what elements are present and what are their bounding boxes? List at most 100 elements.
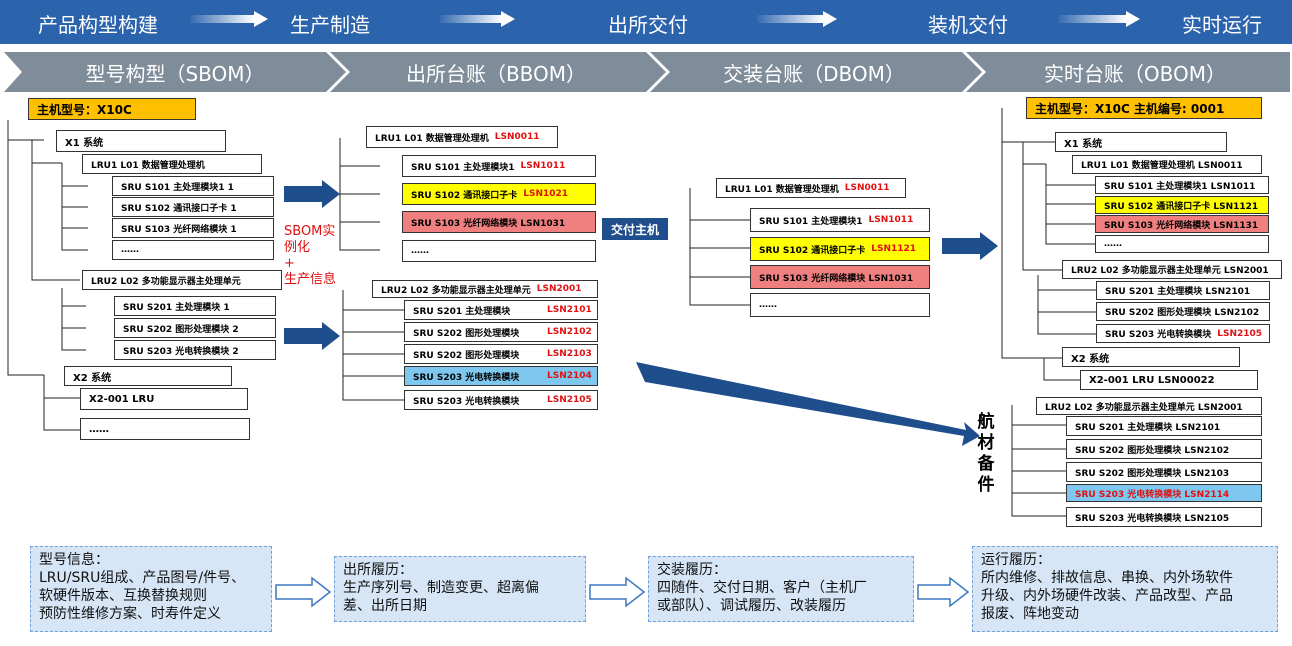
sbom-x2-lru: X2-001 LRU bbox=[80, 388, 248, 410]
bbom-s202a-sn: LSN2102 bbox=[547, 327, 592, 337]
phase-arrow-icon bbox=[440, 11, 515, 27]
sbom-lru2: LRU2 L02 多功能显示器主处理单元 bbox=[82, 270, 282, 290]
dbom-s101-label: SRU S101 主处理模块1 bbox=[759, 216, 863, 227]
bbom-s203a-label: SRU S203 光电转换模块 bbox=[413, 372, 520, 383]
dbom-sru-more: …… bbox=[750, 293, 930, 317]
obom-sru-s102: SRU S102 通讯接口子卡 LSN1121 bbox=[1095, 196, 1269, 214]
stage-chevron-dbom bbox=[650, 52, 982, 92]
dbom-sru-s103: SRU S103 光纤网络模块 LSN1031 bbox=[750, 265, 930, 289]
sbom-sru-s101: SRU S101 主处理模块1 1 bbox=[112, 176, 274, 196]
obom-main-model: 主机型号：X10C 主机编号: 0001 bbox=[1026, 97, 1262, 119]
obom-sru-s101: SRU S101 主处理模块1 LSN1011 bbox=[1095, 176, 1269, 194]
stage-label-sbom: 型号构型（SBOM） bbox=[85, 61, 265, 86]
bbom-sru-s203b: SRU S203 光电转换模块 LSN2105 bbox=[404, 390, 598, 410]
obom-x1-system: X1 系统 bbox=[1055, 132, 1227, 152]
dbom-s102-sn: LSN1121 bbox=[871, 244, 917, 254]
bbom-sru-s103: SRU S103 光纤网络模块 LSN1031 bbox=[402, 211, 596, 233]
obom-sru-more: …… bbox=[1095, 235, 1269, 253]
bbom-s101-sn: LSN1011 bbox=[520, 161, 566, 171]
spares-sru-s203b: SRU S203 光电转换模块 LSN2105 bbox=[1066, 507, 1262, 527]
obom-sru-s203: SRU S203 光电转换模块 LSN2105 bbox=[1096, 324, 1270, 343]
dbom-lru1: LRU1 L01 数据管理处理机 LSN0011 bbox=[716, 178, 906, 198]
phase-realtime: 实时运行 bbox=[1182, 13, 1262, 37]
obom-lru2: LRU2 L02 多功能显示器主处理单元 LSN2001 bbox=[1062, 260, 1282, 279]
dbom-lru1-sn: LSN0011 bbox=[844, 183, 890, 193]
obom-x2-lru: X2-001 LRU LSN00022 bbox=[1080, 370, 1258, 390]
info-delivery: 交装履历： 四随件、交付日期、客户（主机厂 或部队）、调试履历、改装履历 bbox=[648, 556, 914, 622]
dbom-lru1-label: LRU1 L01 数据管理处理机 bbox=[725, 184, 839, 195]
sbom-x1-system: X1 系统 bbox=[56, 130, 226, 152]
sbom-x2-system: X2 系统 bbox=[64, 366, 232, 386]
obom-s203-label: SRU S203 光电转换模块 bbox=[1105, 330, 1212, 340]
sbom-instance-label: SBOM实例化 + 生产信息 bbox=[284, 224, 337, 287]
bbom-sru-s203a: SRU S203 光电转换模块 LSN2104 bbox=[404, 366, 598, 386]
spares-sru-s202b: SRU S202 图形处理模块 LSN2103 bbox=[1066, 462, 1262, 482]
spares-sru-s203a: SRU S203 光电转换模块 LSN2114 bbox=[1066, 484, 1262, 502]
phase-production: 生产制造 bbox=[290, 13, 370, 37]
sbom-lru1: LRU1 L01 数据管理处理机 bbox=[82, 154, 262, 174]
bbom-s203a-sn: LSN2104 bbox=[547, 371, 592, 381]
sbom-x2-more: …… bbox=[80, 418, 250, 440]
spares-sru-s202a: SRU S202 图形处理模块 LSN2102 bbox=[1066, 439, 1262, 459]
dbom-s102-label: SRU S102 通讯接口子卡 bbox=[759, 245, 866, 256]
top-phase-bar: 产品构型构建 生产制造 出所交付 装机交付 实时运行 bbox=[0, 0, 1292, 44]
stage-label-bbom: 出所台账（BBOM） bbox=[405, 61, 587, 86]
spares-lru2: LRU2 L02 多功能显示器主处理单元 LSN2001 bbox=[1036, 397, 1262, 415]
sbom-sru-s102: SRU S102 通讯接口子卡 1 bbox=[112, 197, 274, 217]
sbom-main-model: 主机型号：X10C bbox=[28, 98, 196, 120]
phase-product-config: 产品构型构建 bbox=[38, 13, 158, 37]
bbom-s203b-sn: LSN2105 bbox=[547, 395, 592, 405]
phase-install-delivery: 装机交付 bbox=[928, 13, 1008, 37]
bbom-s102-sn: LSN1021 bbox=[523, 189, 569, 199]
phase-factory-delivery: 出所交付 bbox=[608, 13, 688, 37]
bbom-s202a-label: SRU S202 图形处理模块 bbox=[413, 328, 520, 339]
obom-sru-s103: SRU S103 光纤网络模块 LSN1131 bbox=[1095, 215, 1269, 233]
bbom-s202b-sn: LSN2103 bbox=[547, 349, 592, 359]
bbom-lru1-label: LRU1 L01 数据管理处理机 bbox=[375, 133, 489, 144]
info-model: 型号信息： LRU/SRU组成、产品图号/件号、 软硬件版本、互换替换规则 预防… bbox=[30, 546, 272, 632]
obom-s203-sn: LSN2105 bbox=[1217, 328, 1263, 339]
spares-sru-s201: SRU S201 主处理模块 LSN2101 bbox=[1066, 416, 1262, 436]
spares-title: 航材备件 bbox=[977, 412, 995, 495]
bbom-lru2-sn: LSN2001 bbox=[536, 284, 582, 294]
bbom-s202b-label: SRU S202 图形处理模块 bbox=[413, 350, 520, 361]
info-arrow-icon bbox=[917, 576, 970, 608]
obom-lru1: LRU1 L01 数据管理处理机 LSN0011 bbox=[1072, 155, 1262, 174]
dbom-sru-s102: SRU S102 通讯接口子卡 LSN1121 bbox=[750, 237, 930, 261]
phase-arrow-icon bbox=[1058, 11, 1140, 27]
bbom-s201-label: SRU S201 主处理模块 bbox=[413, 306, 511, 317]
sbom-sru-s201: SRU S201 主处理模块 1 bbox=[114, 296, 276, 316]
stage-label-dbom: 交装台账（DBOM） bbox=[723, 61, 905, 86]
sbom-sru-s103: SRU S103 光纤网络模块 1 bbox=[112, 218, 274, 238]
bbom-sru-s202a: SRU S202 图形处理模块 LSN2102 bbox=[404, 322, 598, 342]
obom-sru-s202: SRU S202 图形处理模块 LSN2102 bbox=[1096, 302, 1270, 321]
bbom-sru-more: …… bbox=[402, 240, 596, 262]
phase-arrow-icon bbox=[757, 11, 837, 27]
sbom-to-bbom-arrow-icon bbox=[284, 180, 340, 208]
sbom-to-bbom-arrow-icon bbox=[284, 322, 340, 350]
deliver-troop-arrow-icon bbox=[636, 362, 980, 446]
bbom-lru1-sn: LSN0011 bbox=[494, 132, 540, 142]
info-factory: 出所履历： 生产序列号、制造变更、超离偏 差、出所日期 bbox=[334, 556, 586, 622]
stage-chevron-bbom bbox=[330, 52, 666, 92]
bbom-sru-s202b: SRU S202 图形处理模块 LSN2103 bbox=[404, 344, 598, 364]
deliver-troop-label: 交付部队 bbox=[750, 402, 817, 432]
phase-arrow-icon bbox=[190, 11, 268, 27]
stage-chevron-row bbox=[4, 52, 1290, 92]
obom-sru-s201: SRU S201 主处理模块 LSN2101 bbox=[1096, 281, 1270, 300]
sbom-sru-more: …… bbox=[112, 240, 274, 260]
bbom-s203b-label: SRU S203 光电转换模块 bbox=[413, 396, 520, 407]
stage-chevron-sbom bbox=[4, 52, 346, 92]
obom-x2-system: X2 系统 bbox=[1062, 347, 1240, 367]
bbom-lru1: LRU1 L01 数据管理处理机 LSN0011 bbox=[366, 126, 558, 148]
info-arrow-icon bbox=[275, 576, 332, 608]
sbom-sru-s202: SRU S202 图形处理模块 2 bbox=[114, 318, 276, 338]
bbom-sru-s101: SRU S101 主处理模块1 LSN1011 bbox=[402, 155, 596, 177]
bbom-s101-label: SRU S101 主处理模块1 bbox=[411, 162, 515, 173]
stage-label-obom: 实时台账（OBOM） bbox=[1043, 61, 1227, 86]
dbom-to-obom-arrow-icon bbox=[942, 232, 998, 260]
